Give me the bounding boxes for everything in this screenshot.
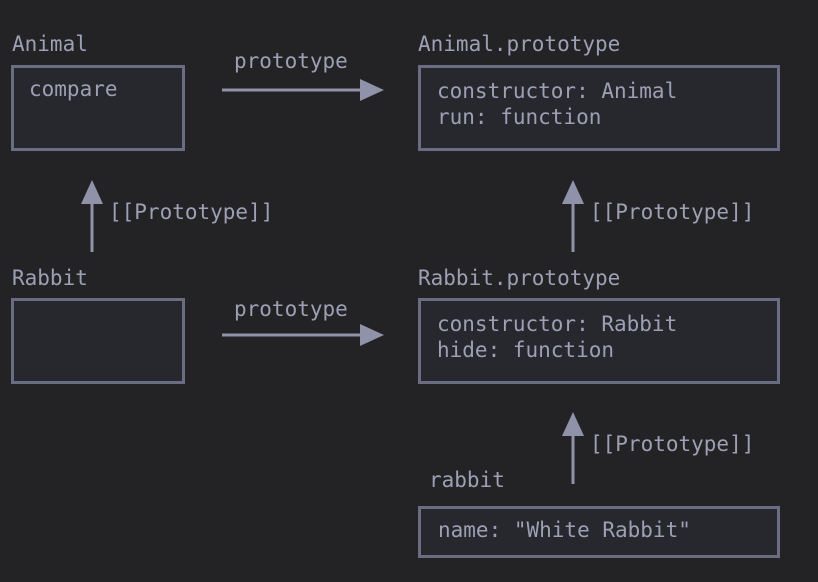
arrow-rabbit-prototype-head	[360, 324, 384, 346]
rabbit-prototype-line-1: constructor: Rabbit	[437, 312, 678, 336]
animal-prototype-title: Animal.prototype	[418, 32, 621, 56]
rabbit-instance-box	[418, 506, 780, 558]
rabbit-title: Rabbit	[12, 266, 88, 290]
rabbit-prototype-line-2: hide: function	[437, 338, 615, 362]
animal-title: Animal	[12, 32, 88, 56]
animal-prototype-box	[418, 65, 780, 151]
edge-label-rabbit-prototype: prototype	[234, 297, 348, 321]
rabbit-prototype-box	[418, 298, 780, 384]
animal-prototype-line-1: constructor: Animal	[437, 79, 678, 103]
edge-label-rabbit-animal: [[Prototype]]	[109, 200, 274, 224]
rabbit-instance-title: rabbit	[429, 468, 505, 492]
arrow-animal-prototype-head	[360, 79, 384, 101]
rabbit-box	[11, 298, 185, 384]
edge-label-instance-rabbitproto: [[Prototype]]	[590, 432, 755, 456]
arrow-instance-rabbitproto-head	[562, 412, 584, 436]
rabbit-instance-line-1: name: "White Rabbit"	[438, 518, 691, 542]
arrow-rabbitproto-animalproto-head	[562, 180, 584, 204]
edge-label-rabbitproto-animalproto: [[Prototype]]	[590, 200, 755, 224]
animal-prototype-line-2: run: function	[437, 105, 602, 129]
edge-label-animal-prototype: prototype	[234, 49, 348, 73]
animal-box	[11, 65, 185, 151]
arrow-rabbit-animal-head	[81, 180, 103, 204]
animal-box-line-1: compare	[29, 77, 118, 101]
rabbit-prototype-title: Rabbit.prototype	[418, 266, 621, 290]
